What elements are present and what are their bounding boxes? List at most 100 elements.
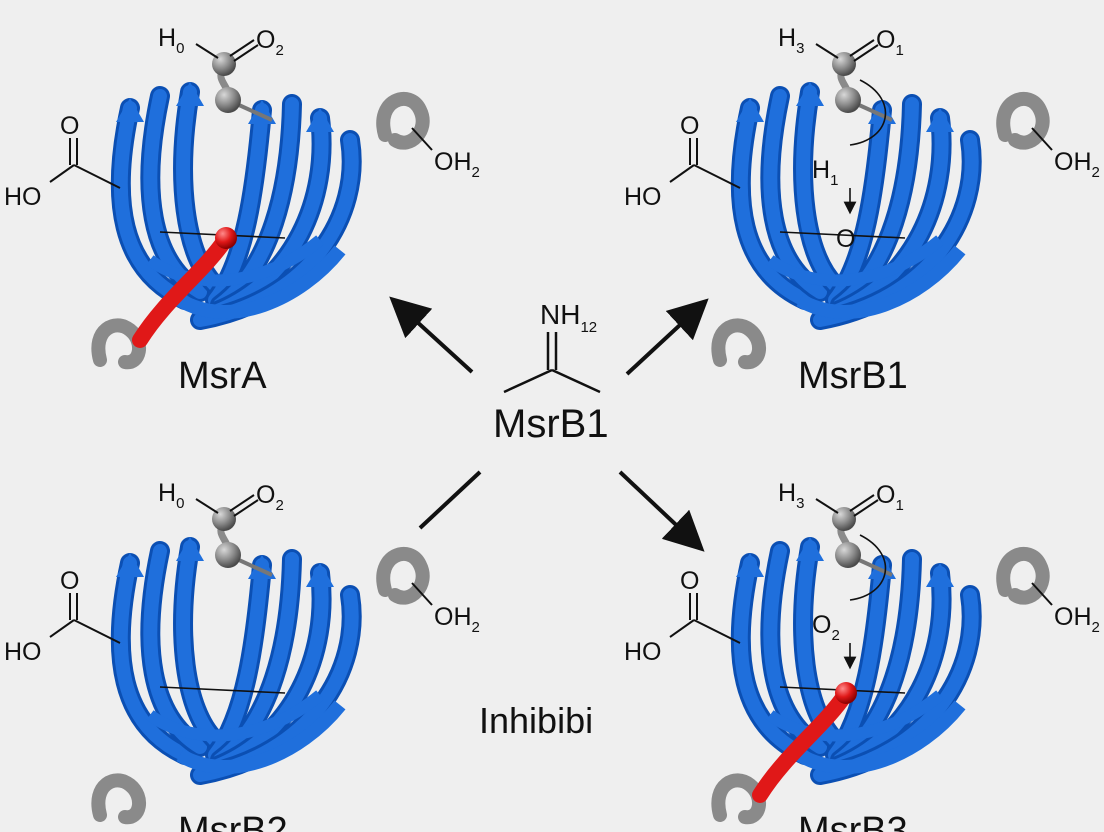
- bond-o: [849, 39, 875, 57]
- carbon-atom: [215, 87, 241, 113]
- top-h-label: H3: [778, 479, 804, 512]
- top-o-label: O1: [876, 481, 904, 514]
- site-line: [159, 686, 286, 694]
- panel-caption: MsrA: [178, 355, 267, 397]
- helix-top-right: [996, 547, 1050, 605]
- helix-bottom-left: [91, 773, 146, 825]
- bottom-loop: [796, 245, 966, 319]
- helix-top-right: [996, 92, 1050, 150]
- acid-o-label: O: [60, 567, 79, 595]
- panel-caption: MsrB1: [798, 355, 908, 397]
- active-site-o: O: [836, 225, 855, 253]
- oh-bond: [411, 582, 433, 606]
- beta-strand-face: [213, 552, 299, 767]
- carbon-atom: [835, 542, 861, 568]
- beta-strand-face: [733, 556, 812, 762]
- inner-label: O2: [812, 611, 840, 644]
- acid-bond: [693, 619, 741, 644]
- top-o-label: O2: [256, 26, 284, 59]
- acid-oh-bond: [49, 164, 75, 183]
- bottom-loop: [146, 235, 324, 287]
- acid-bond: [73, 164, 121, 189]
- acid-o-label: O: [680, 567, 699, 595]
- mechanism-curve: [849, 79, 887, 146]
- acid-ho-label: HO: [4, 638, 42, 666]
- top-o-label: O2: [256, 481, 284, 514]
- central-molecule: NH12 MsrB1: [493, 299, 609, 446]
- left-bond: [503, 368, 553, 394]
- acid-ho-label: HO: [624, 638, 662, 666]
- strand-arrowhead: [796, 82, 824, 106]
- helix-bottom-left: [91, 318, 146, 370]
- inhibitor-label: Inhibibi: [479, 700, 593, 741]
- acid-oh-bond: [669, 164, 695, 183]
- line-to-msrb2: [418, 470, 482, 530]
- strand-arrowhead: [306, 563, 334, 587]
- center-label: MsrB1: [493, 402, 609, 446]
- helix-top-right: [376, 547, 430, 605]
- bottom-loop: [766, 235, 944, 287]
- bond-o: [849, 494, 875, 512]
- beta-strand-face: [213, 97, 299, 312]
- amine-label: NH12: [540, 299, 597, 336]
- bond-o-2: [853, 499, 879, 517]
- strand-arrowhead: [926, 108, 954, 132]
- oh-bond: [1031, 582, 1053, 606]
- acid-o-label: O: [680, 112, 699, 140]
- active-strand: [132, 232, 233, 348]
- right-oh-label: OH2: [1054, 148, 1100, 181]
- carbon-atom: [215, 542, 241, 568]
- beta-strand-face: [796, 85, 842, 292]
- acid-bond: [73, 619, 121, 644]
- beta-strand-face: [113, 556, 192, 762]
- active-site-atom: [215, 227, 237, 249]
- carbon-atom: [835, 87, 861, 113]
- mechanism-curve: [849, 534, 887, 601]
- beta-strand-face: [733, 101, 812, 307]
- inner-label: H1: [812, 156, 838, 189]
- site-line: [779, 231, 906, 239]
- arrow-to-msra: [389, 296, 474, 374]
- active-strand: [752, 687, 853, 803]
- helix-top-right: [376, 92, 430, 150]
- bond-h: [815, 498, 839, 514]
- arrow-to-msrb3: [618, 470, 705, 552]
- strand-arrowhead: [176, 537, 204, 561]
- acid-o-label: O: [60, 112, 79, 140]
- connectors: [389, 296, 709, 552]
- strand-arrowhead: [796, 537, 824, 561]
- bond-o-2: [233, 44, 259, 62]
- strand-arrowhead: [116, 98, 144, 122]
- active-site-atom: [835, 682, 857, 704]
- panel-caption: MsrB2: [178, 810, 288, 832]
- bond-h: [815, 43, 839, 59]
- bond-o: [229, 39, 255, 57]
- top-h-label: H3: [778, 24, 804, 57]
- top-h-label: H0: [158, 24, 184, 57]
- bottom-loop: [766, 690, 944, 742]
- right-bond: [551, 368, 601, 394]
- beta-strand-face: [833, 552, 919, 767]
- acid-ho-label: HO: [624, 183, 662, 211]
- acid-oh-bond: [669, 619, 695, 638]
- bottom-loop: [146, 690, 324, 742]
- bond-o-2: [233, 499, 259, 517]
- oh-bond: [411, 127, 433, 151]
- strand-arrowhead: [926, 563, 954, 587]
- strand-arrowhead: [736, 98, 764, 122]
- beta-strand-face: [833, 97, 919, 312]
- bottom-loop: [176, 245, 346, 319]
- strand-arrowhead: [736, 553, 764, 577]
- beta-strand-face: [113, 101, 192, 307]
- acid-bond: [693, 164, 741, 189]
- beta-strand-face: [176, 540, 222, 747]
- top-h-label: H0: [158, 479, 184, 512]
- bottom-loop: [176, 700, 346, 774]
- strand-arrowhead: [306, 108, 334, 132]
- acid-ho-label: HO: [4, 183, 42, 211]
- strand-arrowhead: [176, 82, 204, 106]
